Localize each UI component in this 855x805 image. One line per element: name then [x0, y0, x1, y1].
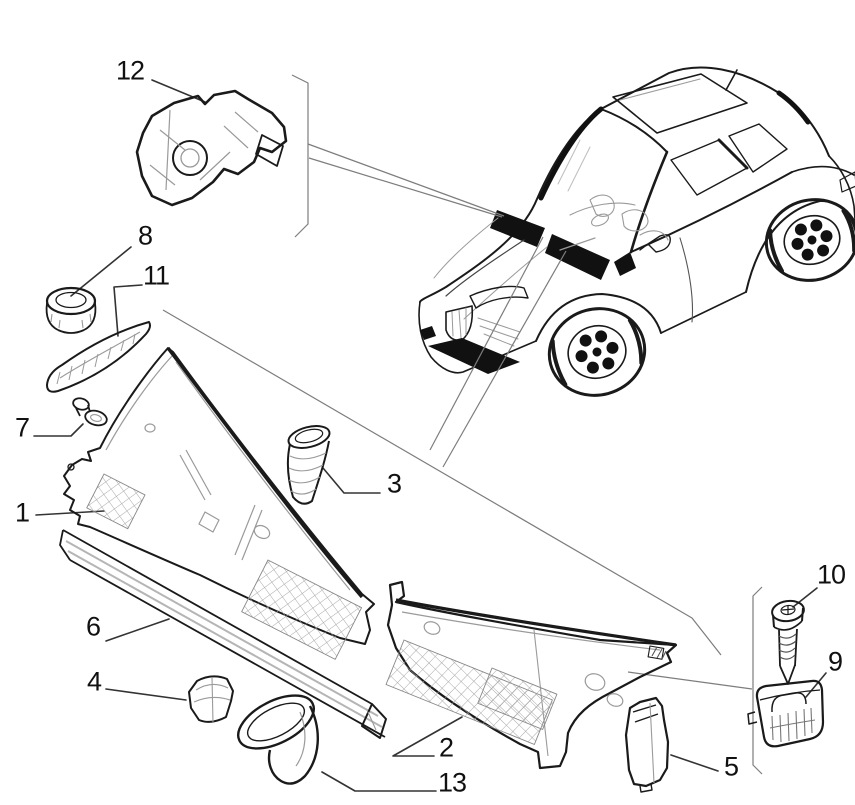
- callout-2[interactable]: 2: [438, 732, 454, 763]
- callout-13[interactable]: 13: [437, 767, 467, 798]
- part-5-side-bracket: [624, 696, 670, 793]
- callout-8[interactable]: 8: [137, 220, 153, 251]
- leader-11: [113, 284, 143, 337]
- leader-1: [35, 510, 105, 516]
- part-3-drain-duct: [286, 425, 331, 505]
- part-6-seal-strip: [59, 529, 387, 739]
- part-2-cowl-grille-right: [385, 580, 678, 770]
- zone-lines: [162, 74, 763, 775]
- b-pillar: [717, 138, 749, 170]
- belt-line: [630, 171, 793, 253]
- c-pillar-shade: [776, 90, 811, 125]
- sunroof: [612, 73, 748, 134]
- antenna: [725, 69, 738, 91]
- leader-6: [105, 618, 170, 642]
- zone-diagonal-long: [162, 309, 722, 656]
- zone-line-bracket-to-car-2: [308, 157, 503, 218]
- door-mirror: [639, 234, 671, 253]
- bumper-corner-strip: [420, 326, 436, 340]
- callout-6[interactable]: 6: [85, 611, 101, 642]
- taillight: [839, 171, 855, 193]
- zone-line-car-to-part2: [442, 250, 567, 468]
- a-pillar-left: [538, 106, 604, 201]
- leader-7: [33, 423, 84, 437]
- leader-9: [805, 672, 827, 698]
- callout-10[interactable]: 10: [816, 559, 846, 590]
- cowl-vent-patch-right: [545, 234, 610, 280]
- part-4-end-cap: [188, 675, 234, 724]
- callout-1[interactable]: 1: [14, 497, 30, 528]
- part-2-hatched-mark: [647, 645, 667, 660]
- leader-5: [670, 754, 719, 772]
- callout-9[interactable]: 9: [827, 646, 843, 677]
- windshield-header: [600, 108, 668, 153]
- rear-deck-line: [791, 165, 855, 176]
- callout-5[interactable]: 5: [723, 751, 739, 782]
- car-overview-drawing: [418, 66, 855, 397]
- zone-connector-part2-tip: [627, 671, 753, 690]
- leader-3: [322, 467, 381, 494]
- rear-wheel: [764, 198, 855, 282]
- zone-bracket-left: [291, 74, 309, 238]
- cowl-corner-patch: [614, 252, 636, 276]
- callout-11[interactable]: 11: [142, 260, 170, 291]
- headlight: [469, 285, 529, 309]
- part-13-drain-tube: [237, 694, 319, 785]
- zone-line-bracket-to-car-1: [307, 143, 505, 217]
- leader-10: [792, 587, 818, 608]
- part-1-cowl-grille-left: [63, 346, 375, 660]
- leader-12: [151, 79, 206, 103]
- part-8-plug-cap: [45, 286, 97, 334]
- cowl-vent-patch-left: [490, 210, 545, 247]
- quarter-window: [728, 123, 788, 173]
- part-12-cover-bracket: [135, 89, 288, 207]
- door-window: [670, 139, 748, 196]
- part-7-fastener-rivet: [72, 397, 108, 427]
- zone-bracket-right: [752, 586, 763, 775]
- leader-4: [105, 688, 187, 701]
- callout-4[interactable]: 4: [86, 666, 102, 697]
- part-10-screw: [771, 599, 805, 685]
- front-wheel-arch: [535, 293, 662, 342]
- bumper-intake-strip: [428, 338, 520, 374]
- callout-12[interactable]: 12: [115, 55, 145, 86]
- car-body-nose: [418, 301, 537, 374]
- front-wheel: [547, 307, 647, 397]
- leader-2: [392, 716, 463, 757]
- leader-13: [321, 771, 437, 792]
- zone-line-car-to-part1: [429, 236, 544, 451]
- callout-leader-lines: [33, 79, 827, 792]
- part-9-clip-basket: [747, 679, 825, 748]
- leader-8: [70, 246, 132, 297]
- part-11-trim-strip: [46, 321, 151, 393]
- callout-7[interactable]: 7: [14, 412, 30, 443]
- a-pillar-right: [629, 150, 669, 254]
- car-sill: [660, 291, 747, 334]
- car-rear: [828, 155, 855, 231]
- callout-3[interactable]: 3: [386, 468, 402, 499]
